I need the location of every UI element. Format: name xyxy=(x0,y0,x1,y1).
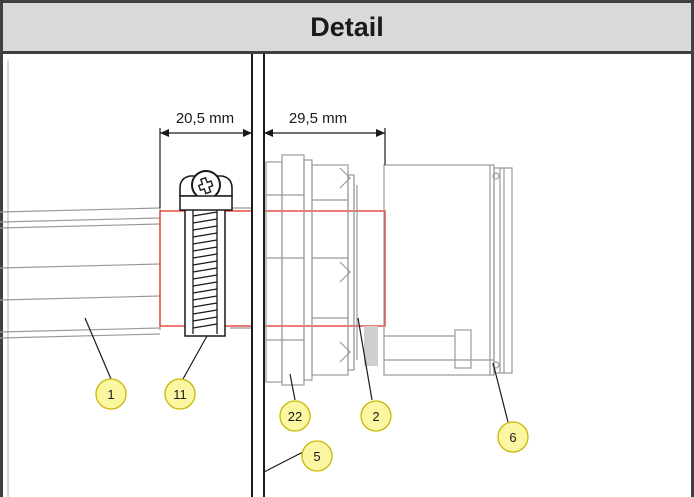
dimension-arrows xyxy=(160,129,385,137)
callout-1-label: 1 xyxy=(107,387,114,402)
page-title: Detail xyxy=(310,11,384,42)
dimension-lines xyxy=(159,128,386,208)
callout-11-label: 11 xyxy=(173,387,187,402)
fitting-body xyxy=(265,154,358,386)
title-bar: Detail xyxy=(0,0,694,54)
dimension-label-left: 20,5 mm xyxy=(176,110,234,127)
callout-6-label: 6 xyxy=(509,430,516,445)
dimension-label-right: 29,5 mm xyxy=(289,110,347,127)
callout-22: 22 xyxy=(279,400,311,432)
callout-2: 2 xyxy=(360,400,392,432)
leader-lines xyxy=(84,317,509,473)
callout-2-label: 2 xyxy=(372,409,379,424)
housing xyxy=(383,164,513,376)
callout-5-label: 5 xyxy=(313,449,320,464)
callout-5: 5 xyxy=(301,440,333,472)
callout-22-label: 22 xyxy=(288,409,302,424)
callout-1: 1 xyxy=(95,378,127,410)
fitting-shadow xyxy=(364,326,378,366)
callout-11: 11 xyxy=(164,378,196,410)
hose-clamp xyxy=(179,170,233,337)
callout-6: 6 xyxy=(497,421,529,453)
screw-head-icon xyxy=(191,170,221,200)
